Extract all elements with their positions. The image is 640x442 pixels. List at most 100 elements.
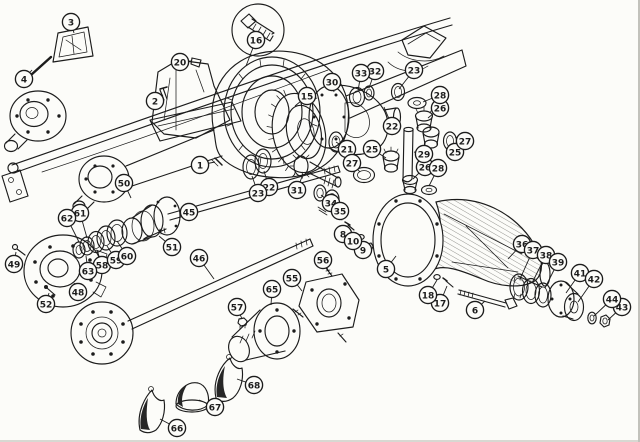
part-callout-21: 21	[335, 139, 357, 159]
svg-text:10: 10	[347, 237, 360, 247]
svg-text:51: 51	[166, 243, 179, 253]
grease-cap-68-drawing	[214, 354, 244, 402]
hub-screw-49-drawing	[11, 243, 26, 256]
hub-stud-52-drawing	[44, 285, 56, 296]
part-callout-48: 48	[68, 282, 88, 302]
part-callout-27: 27	[454, 131, 475, 151]
part-callout-16: 16	[245, 30, 266, 67]
part-callout-51: 51	[158, 235, 182, 257]
part-callout-26: 26	[427, 98, 450, 119]
svg-text:65: 65	[266, 285, 279, 295]
diff-bearing-pair-drawing	[242, 148, 272, 180]
part-callout-20: 20	[170, 52, 192, 72]
svg-text:26: 26	[434, 104, 447, 114]
detail-circle-bolt-drawing	[231, 3, 285, 57]
svg-text:16: 16	[250, 36, 263, 46]
svg-text:45: 45	[183, 208, 196, 218]
part-callout-42: 42	[577, 269, 604, 303]
svg-text:44: 44	[606, 295, 619, 305]
pinion-bearing-stack-drawing	[509, 273, 552, 308]
axle-shaft-drawing	[70, 238, 314, 365]
svg-text:32: 32	[369, 67, 382, 77]
svg-text:37: 37	[527, 246, 540, 256]
part-callout-23: 23	[248, 175, 268, 203]
part-callout-67: 67	[198, 397, 225, 417]
part-callout-27: 27	[342, 153, 362, 173]
housing-stud-1-drawing	[211, 157, 223, 167]
part-callout-57: 57	[227, 297, 247, 320]
svg-text:63: 63	[82, 267, 95, 277]
svg-text:25: 25	[449, 148, 462, 158]
part-callout-28: 28	[422, 85, 450, 105]
part-callout-1: 1	[190, 155, 216, 175]
part-callout-5: 5	[376, 255, 397, 279]
svg-text:39: 39	[552, 258, 565, 268]
part-callout-33: 33	[351, 63, 371, 92]
svg-text:28: 28	[434, 91, 447, 101]
bump-stop-drawing	[52, 26, 94, 63]
part-callout-56: 56	[313, 250, 333, 273]
svg-text:1: 1	[197, 161, 203, 171]
hub-extension-drawing	[228, 302, 301, 363]
part-callout-68: 68	[236, 375, 264, 395]
svg-text:22: 22	[263, 183, 276, 193]
part-callout-50: 50	[114, 173, 134, 199]
drain-plug-washer-drawing	[433, 274, 454, 288]
grease-cap-66-drawing	[138, 386, 166, 434]
svg-text:46: 46	[193, 254, 206, 264]
svg-text:6: 6	[472, 306, 478, 316]
part-callout-35: 35	[330, 201, 350, 221]
part-callout-45: 45	[179, 202, 199, 222]
assembled-axle-left-hub-drawing	[3, 90, 67, 153]
svg-text:31: 31	[291, 186, 304, 196]
part-callout-30: 30	[322, 72, 342, 93]
svg-text:41: 41	[574, 269, 587, 279]
svg-text:29: 29	[418, 150, 431, 160]
svg-text:61: 61	[74, 209, 87, 219]
part-callout-2: 2	[145, 91, 165, 111]
part-callout-63: 63	[78, 255, 98, 281]
halfshaft-and-hub-bearing-drawing	[72, 165, 341, 259]
svg-text:30: 30	[326, 78, 339, 88]
svg-text:33: 33	[355, 69, 368, 79]
svg-text:2: 2	[152, 97, 158, 107]
svg-text:60: 60	[121, 252, 134, 262]
svg-text:49: 49	[8, 260, 21, 270]
part-callout-22: 22	[382, 106, 402, 136]
svg-text:21: 21	[341, 145, 354, 155]
svg-text:62: 62	[61, 214, 74, 224]
svg-text:20: 20	[174, 58, 187, 68]
part-callout-66: 66	[159, 418, 187, 438]
svg-text:38: 38	[540, 251, 553, 261]
svg-text:26: 26	[419, 163, 432, 173]
part-callout-55: 55	[282, 268, 303, 292]
differential-gear-set-drawing	[352, 96, 458, 196]
part-callout-6: 6	[465, 300, 486, 320]
part-callout-10: 10	[343, 231, 363, 251]
part-callout-3: 3	[61, 12, 81, 34]
part-callout-23: 23	[398, 60, 424, 90]
svg-text:52: 52	[40, 300, 53, 310]
svg-text:27: 27	[459, 137, 472, 147]
svg-text:3: 3	[68, 18, 74, 28]
hub-nut-57-drawing	[237, 317, 248, 330]
part-callout-31: 31	[287, 173, 307, 200]
breather-clip-20-drawing	[190, 57, 202, 68]
svg-text:35: 35	[334, 207, 347, 217]
part-callout-44: 44	[593, 289, 622, 317]
svg-text:17: 17	[434, 299, 447, 309]
svg-text:48: 48	[72, 288, 85, 298]
svg-text:23: 23	[252, 189, 265, 199]
part-callout-29: 29	[413, 144, 434, 164]
svg-text:4: 4	[21, 75, 27, 85]
part-callout-28: 28	[428, 158, 448, 187]
part-callout-18: 18	[418, 279, 438, 305]
svg-text:66: 66	[171, 424, 184, 434]
svg-text:67: 67	[209, 403, 222, 413]
svg-text:56: 56	[317, 256, 330, 266]
svg-text:18: 18	[422, 291, 435, 301]
carrier-bolt-drawing	[457, 289, 518, 310]
part-callout-25: 25	[362, 139, 387, 159]
